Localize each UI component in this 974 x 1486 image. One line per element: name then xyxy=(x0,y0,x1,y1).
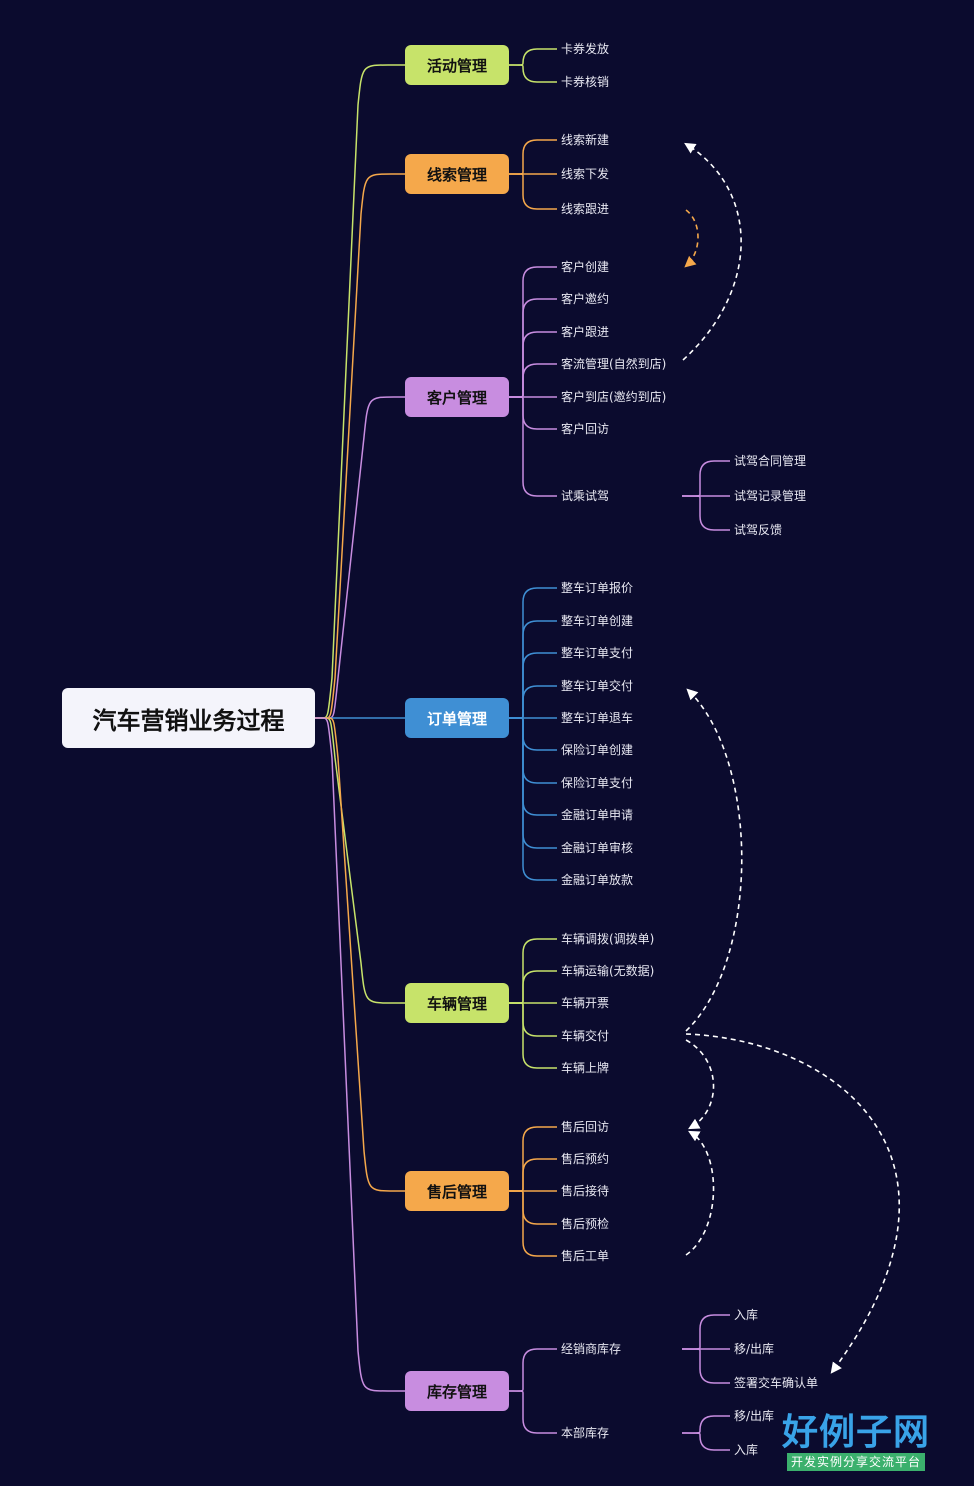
branch-lines xyxy=(315,48,730,1451)
leaf-node[interactable]: 整车订单报价 xyxy=(561,581,634,595)
category-node[interactable]: 客户管理 xyxy=(405,377,509,417)
relation-arrow xyxy=(682,142,742,361)
watermark-logo: 好例子网 开发实例分享交流平台 xyxy=(776,1412,936,1474)
leaf-line xyxy=(509,1002,557,1069)
leaf-line xyxy=(509,173,557,210)
trunk-line-6 xyxy=(315,717,405,1392)
leaf-line xyxy=(509,1002,557,1037)
category-node[interactable]: 线索管理 xyxy=(405,154,509,194)
leaf-line xyxy=(509,48,557,66)
sub-leaf-node[interactable]: 试驾记录管理 xyxy=(734,489,807,503)
sub-leaf-line xyxy=(682,1432,730,1451)
category-node[interactable]: 库存管理 xyxy=(405,1371,509,1411)
sub-leaf-line xyxy=(682,1415,730,1434)
leaf-line xyxy=(509,139,557,175)
sub-leaf-node[interactable]: 试驾合同管理 xyxy=(734,454,807,468)
category-node[interactable]: 订单管理 xyxy=(405,698,509,738)
leaf-node[interactable]: 车辆开票 xyxy=(561,996,610,1010)
leaf-node[interactable]: 车辆交付 xyxy=(561,1029,610,1043)
leaf-node[interactable]: 金融订单申请 xyxy=(561,808,634,822)
leaf-node[interactable]: 车辆调拨(调拨单) xyxy=(561,932,655,946)
sub-leaf-node[interactable]: 签署交车确认单 xyxy=(734,1376,819,1390)
leaf-node[interactable]: 售后接待 xyxy=(561,1184,610,1198)
leaf-line xyxy=(509,396,557,497)
category-node[interactable]: 售后管理 xyxy=(405,1171,509,1211)
sub-leaf-line xyxy=(682,1348,730,1384)
watermark-subtitle: 开发实例分享交流平台 xyxy=(786,1453,925,1471)
sub-leaf-node[interactable]: 移/出库 xyxy=(734,1409,775,1423)
sub-leaf-node[interactable]: 入库 xyxy=(734,1443,759,1457)
leaf-line xyxy=(509,717,557,751)
root-topic[interactable]: 汽车营销业务过程 xyxy=(62,688,315,748)
leaf-node[interactable]: 车辆运输(无数据) xyxy=(561,964,655,978)
leaf-line xyxy=(509,717,557,881)
leaf-node[interactable]: 整车订单支付 xyxy=(561,646,634,660)
leaf-line xyxy=(509,64,557,83)
leaf-node[interactable]: 客户跟进 xyxy=(561,325,610,339)
leaf-node[interactable]: 车辆上牌 xyxy=(561,1061,610,1075)
relation-arrow xyxy=(685,1130,715,1256)
leaf-node[interactable]: 保险订单创建 xyxy=(561,743,634,757)
relation-arrow xyxy=(685,1039,715,1130)
leaf-node[interactable]: 客户回访 xyxy=(561,422,610,436)
leaf-node[interactable]: 整车订单退车 xyxy=(561,711,634,725)
category-node[interactable]: 活动管理 xyxy=(405,45,509,85)
leaf-node[interactable]: 客流管理(自然到店) xyxy=(561,357,667,371)
leaf-node[interactable]: 客户邀约 xyxy=(561,292,610,306)
category-node[interactable]: 车辆管理 xyxy=(405,983,509,1023)
leaf-node[interactable]: 整车订单创建 xyxy=(561,614,634,628)
leaf-node[interactable]: 客户到店(邀约到店) xyxy=(561,390,667,404)
relation-arrow xyxy=(685,1033,900,1374)
leaf-line xyxy=(509,1190,557,1257)
leaf-node[interactable]: 线索跟进 xyxy=(561,202,610,216)
leaf-node[interactable]: 客户创建 xyxy=(561,260,610,274)
leaf-line xyxy=(509,717,557,816)
leaf-node[interactable]: 本部库存 xyxy=(561,1426,610,1440)
leaf-line xyxy=(509,1390,557,1434)
sub-leaf-node[interactable]: 入库 xyxy=(734,1308,759,1322)
sub-leaf-line xyxy=(682,460,730,497)
trunk-line-1 xyxy=(315,173,405,719)
leaf-node[interactable]: 整车订单交付 xyxy=(561,679,634,693)
leaf-node[interactable]: 金融订单审核 xyxy=(561,841,634,855)
trunk-line-5 xyxy=(315,717,405,1192)
leaf-node[interactable]: 线索下发 xyxy=(561,167,610,181)
leaf-node[interactable]: 卡券发放 xyxy=(561,42,610,56)
leaf-line xyxy=(509,1158,557,1192)
sub-leaf-node[interactable]: 试驾反馈 xyxy=(734,523,783,537)
leaf-line xyxy=(509,298,557,398)
leaf-node[interactable]: 经销商库存 xyxy=(561,1342,622,1356)
trunk-line-2 xyxy=(315,396,405,719)
leaf-node[interactable]: 线索新建 xyxy=(561,133,610,147)
leaf-node[interactable]: 保险订单支付 xyxy=(561,776,634,790)
leaf-line xyxy=(509,620,557,719)
relation-arrow xyxy=(685,688,743,1032)
leaf-line xyxy=(509,396,557,430)
leaf-line xyxy=(509,363,557,398)
trunk-line-4 xyxy=(315,717,405,1004)
relation-lines xyxy=(682,142,900,1374)
leaf-node[interactable]: 金融订单放款 xyxy=(561,873,634,887)
leaf-line xyxy=(509,1348,557,1392)
watermark-title: 好例子网 xyxy=(781,1411,930,1453)
leaf-node[interactable]: 售后预检 xyxy=(561,1217,610,1231)
leaf-line xyxy=(509,970,557,1004)
leaf-node[interactable]: 售后工单 xyxy=(561,1249,610,1263)
sub-leaf-node[interactable]: 移/出库 xyxy=(734,1342,775,1356)
trunk-line-0 xyxy=(315,64,405,719)
sub-leaf-line xyxy=(682,495,730,531)
leaf-line xyxy=(509,1190,557,1225)
sub-leaf-line xyxy=(682,1314,730,1350)
leaf-node[interactable]: 售后预约 xyxy=(561,1152,610,1166)
relation-arrow xyxy=(684,209,699,268)
leaf-node[interactable]: 试乘试驾 xyxy=(561,489,610,503)
leaf-node[interactable]: 卡券核销 xyxy=(561,75,610,89)
leaf-line xyxy=(509,685,557,719)
leaf-node[interactable]: 售后回访 xyxy=(561,1120,610,1134)
